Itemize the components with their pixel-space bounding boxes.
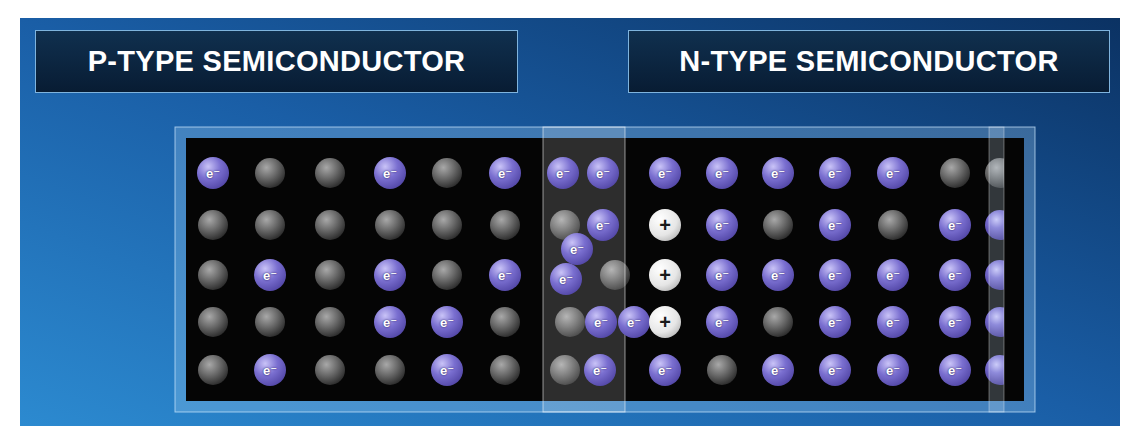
atom bbox=[707, 355, 737, 385]
electron-label: e⁻ bbox=[877, 157, 909, 189]
electron-label: e⁻ bbox=[649, 157, 681, 189]
blue-backdrop bbox=[20, 18, 1120, 426]
electron-label: e⁻ bbox=[618, 306, 650, 338]
atom bbox=[255, 210, 285, 240]
electron-label: e⁻ bbox=[877, 306, 909, 338]
atom bbox=[940, 158, 970, 188]
atom bbox=[315, 355, 345, 385]
electron-label: e⁻ bbox=[374, 306, 406, 338]
electron-label: e⁻ bbox=[939, 306, 971, 338]
electron-label: e⁻ bbox=[706, 259, 738, 291]
atom bbox=[432, 158, 462, 188]
electron-label: e⁻ bbox=[489, 157, 521, 189]
atom bbox=[315, 210, 345, 240]
ion-charge: + bbox=[649, 209, 681, 241]
ion-charge: + bbox=[649, 306, 681, 338]
electron-label: e⁻ bbox=[819, 259, 851, 291]
atom bbox=[375, 355, 405, 385]
atom bbox=[763, 307, 793, 337]
electron-label: e⁻ bbox=[819, 306, 851, 338]
region-header: P-TYPE SEMICONDUCTOR bbox=[35, 30, 518, 93]
electron-label: e⁻ bbox=[762, 259, 794, 291]
header-title: N-TYPE SEMICONDUCTOR bbox=[679, 45, 1058, 78]
electron-label: e⁻ bbox=[547, 157, 579, 189]
electron-label: e⁻ bbox=[197, 157, 229, 189]
electron-label: e⁻ bbox=[706, 306, 738, 338]
atom bbox=[432, 210, 462, 240]
atom bbox=[198, 355, 228, 385]
atom bbox=[255, 158, 285, 188]
electron-label: e⁻ bbox=[254, 354, 286, 386]
header-title: P-TYPE SEMICONDUCTOR bbox=[88, 45, 466, 78]
electron-label: e⁻ bbox=[254, 259, 286, 291]
electron-label: e⁻ bbox=[939, 209, 971, 241]
electron-label: e⁻ bbox=[877, 354, 909, 386]
electron-label: e⁻ bbox=[431, 306, 463, 338]
atom bbox=[375, 210, 405, 240]
atom bbox=[198, 210, 228, 240]
atom bbox=[198, 260, 228, 290]
atom bbox=[490, 307, 520, 337]
atom bbox=[432, 260, 462, 290]
atom bbox=[490, 210, 520, 240]
region-header: N-TYPE SEMICONDUCTOR bbox=[628, 30, 1110, 93]
atom bbox=[255, 307, 285, 337]
electron-label: e⁻ bbox=[939, 259, 971, 291]
electron-label: e⁻ bbox=[706, 209, 738, 241]
electron-label: e⁻ bbox=[431, 354, 463, 386]
electron-label: e⁻ bbox=[706, 157, 738, 189]
electron-label: e⁻ bbox=[939, 354, 971, 386]
electron-label: e⁻ bbox=[649, 354, 681, 386]
atom bbox=[763, 210, 793, 240]
atom bbox=[315, 158, 345, 188]
electron-label: e⁻ bbox=[587, 157, 619, 189]
atom bbox=[315, 307, 345, 337]
atom bbox=[878, 210, 908, 240]
electron-label: e⁻ bbox=[374, 157, 406, 189]
glass-edge bbox=[989, 127, 1004, 412]
electron-label: e⁻ bbox=[877, 259, 909, 291]
atom bbox=[490, 355, 520, 385]
electron-label: e⁻ bbox=[819, 354, 851, 386]
atom bbox=[315, 260, 345, 290]
electron-label: e⁻ bbox=[587, 209, 619, 241]
electron-label: e⁻ bbox=[585, 306, 617, 338]
electron-label: e⁻ bbox=[762, 354, 794, 386]
electron-label: e⁻ bbox=[819, 209, 851, 241]
atom bbox=[198, 307, 228, 337]
electron-label: e⁻ bbox=[489, 259, 521, 291]
electron-label: e⁻ bbox=[550, 263, 582, 295]
ion-charge: + bbox=[649, 259, 681, 291]
electron-label: e⁻ bbox=[374, 259, 406, 291]
junction-band bbox=[543, 127, 625, 412]
electron-label: e⁻ bbox=[584, 354, 616, 386]
electron-label: e⁻ bbox=[561, 233, 593, 265]
electron-label: e⁻ bbox=[819, 157, 851, 189]
glass-frame bbox=[175, 127, 1035, 412]
electron-label: e⁻ bbox=[762, 157, 794, 189]
